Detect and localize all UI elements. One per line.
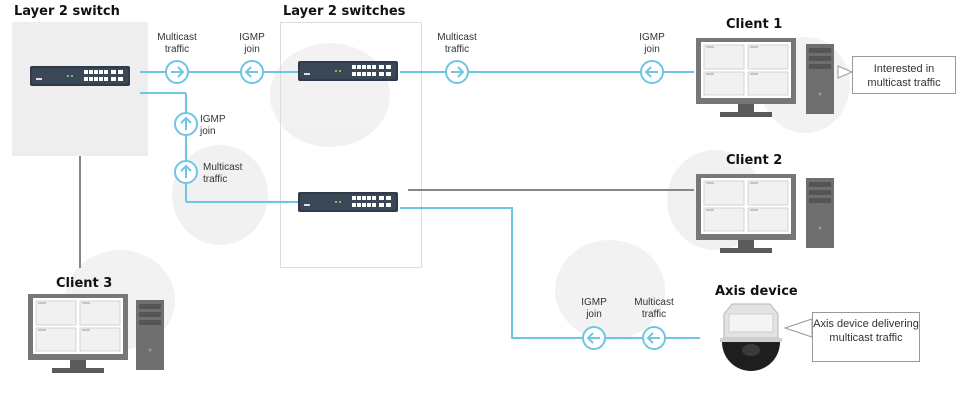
igmp-join-label: IGMP join — [581, 297, 607, 320]
client1-callout: Interested in multicast traffic — [852, 56, 956, 94]
layer2-switches-heading: Layer 2 switches — [283, 4, 406, 19]
client1-heading: Client 1 — [726, 17, 783, 32]
multicast-traffic-label: Multicast traffic — [203, 162, 243, 185]
layer2-switch-top — [298, 61, 398, 81]
igmp-join-label: IGMP join — [239, 32, 265, 55]
axis-device-callout: Axis device delivering multicast traffic — [812, 312, 920, 362]
igmp-join-label: IGMP join — [639, 32, 665, 55]
client2-heading: Client 2 — [726, 153, 783, 168]
layer2-switch-device — [30, 66, 130, 86]
arrow-right-icon — [165, 60, 189, 84]
multicast-traffic-label: Multicast traffic — [437, 32, 477, 55]
arrow-left-icon — [582, 326, 606, 350]
multicast-traffic-label: Multicast traffic — [157, 32, 197, 55]
multicast-traffic-label: Multicast traffic — [634, 297, 674, 320]
axis-callout-pointer — [783, 318, 813, 338]
layer2-switch-panel — [12, 22, 148, 156]
layer2-switch-heading: Layer 2 switch — [14, 4, 120, 19]
client1-callout-pointer — [837, 65, 854, 79]
arrow-left-icon — [640, 60, 664, 84]
arrow-right-icon — [445, 60, 469, 84]
arrow-up-icon — [174, 160, 198, 184]
arrow-left-icon — [240, 60, 264, 84]
client3-heading: Client 3 — [56, 276, 113, 291]
igmp-join-label: IGMP join — [200, 114, 226, 137]
arrow-left-icon — [642, 326, 666, 350]
axis-device-heading: Axis device — [715, 284, 798, 299]
arrow-up-icon — [174, 112, 198, 136]
client3-computer — [27, 293, 164, 374]
layer2-switch-bottom — [298, 192, 398, 212]
axis-camera — [720, 303, 782, 371]
